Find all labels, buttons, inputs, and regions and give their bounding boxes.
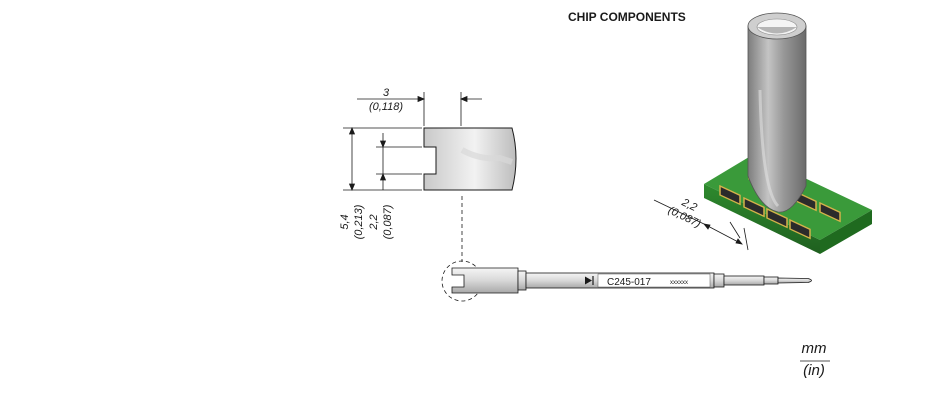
page-title: CHIP COMPONENTS bbox=[568, 10, 686, 24]
slot-mm-label: 2,2 bbox=[368, 214, 380, 230]
unit-in-label: (in) bbox=[803, 362, 825, 379]
chip-dimension bbox=[653, 199, 749, 251]
height-mm-label: 5,4 bbox=[339, 214, 351, 229]
slot-dimension bbox=[376, 133, 422, 190]
tip-profile-view bbox=[423, 127, 517, 191]
height-in-label: (0,213) bbox=[353, 204, 365, 239]
tip-cylinder bbox=[747, 12, 807, 213]
pcb-illustration bbox=[704, 12, 872, 254]
slot-in-label: (0,087) bbox=[382, 204, 394, 239]
height-dimension bbox=[343, 126, 422, 192]
tip-profile bbox=[423, 127, 517, 191]
width-dimension bbox=[357, 92, 482, 126]
tip-model-label: C245-017 bbox=[607, 277, 651, 288]
direction-arrow-icon bbox=[585, 276, 592, 285]
tip-serial-label: xxxxxx bbox=[670, 280, 688, 286]
width-in-label: (0,118) bbox=[369, 101, 403, 113]
width-mm-label: 3 bbox=[383, 87, 390, 99]
soldering-tip-side-view bbox=[451, 267, 812, 294]
unit-mm-label: mm bbox=[801, 340, 827, 357]
